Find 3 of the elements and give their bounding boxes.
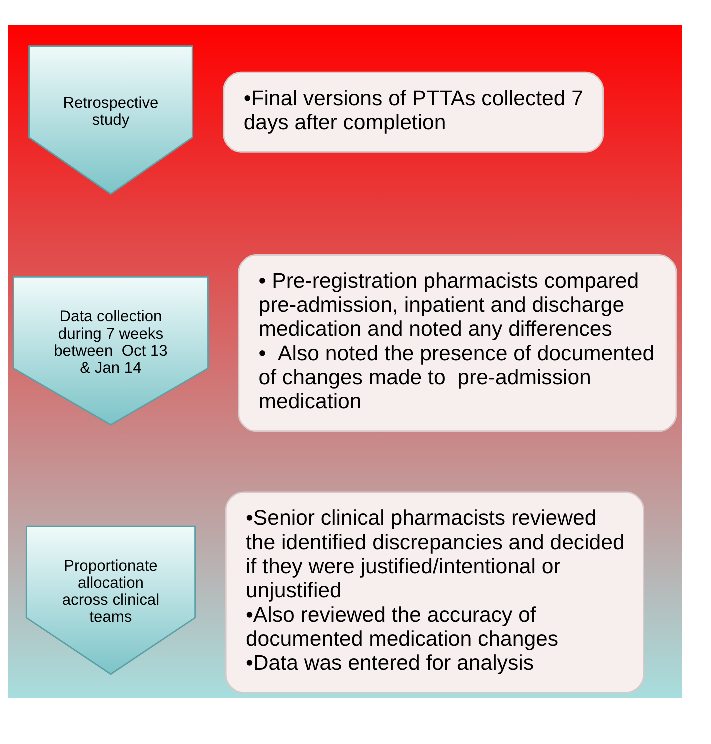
node-box: •Final versions of PTTAs collected 7 days after completion [223,72,604,153]
node-box: • Pre-registration pharmacists compared pre-admission, inpatient and discharge medication and noted any differences • Also noted the presence of documented of changes made to pre-admission medication [238,254,678,432]
node-box: •Senior clinical pharmacists reviewed the identified discrepancies and decided if they were justified/intentional or unjustified •Also reviewed the accuracy of documented medication changes •Data was entered for analysis [225,492,645,694]
